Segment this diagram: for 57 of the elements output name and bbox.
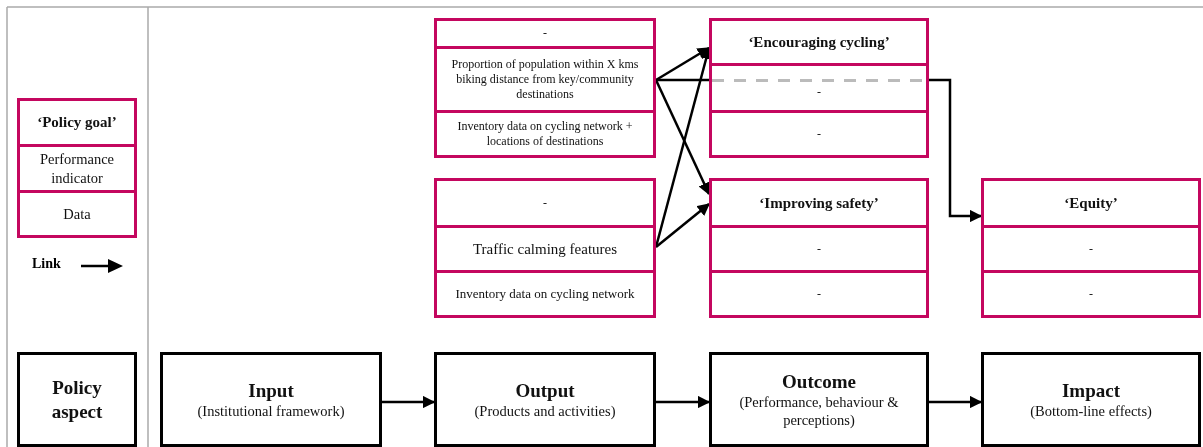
node-title: Inventory data on cycling network + locations of destinations xyxy=(456,119,634,149)
table-cell xyxy=(709,110,929,158)
arrow xyxy=(655,46,711,82)
arrow xyxy=(656,395,711,409)
table-cell xyxy=(434,110,656,158)
node-title: Inventory data on cycling network xyxy=(455,285,635,303)
table-cell xyxy=(981,225,1201,273)
node-subtitle: (Products and activities) xyxy=(474,402,616,421)
node-title: Output xyxy=(515,378,575,403)
node-title: - xyxy=(817,241,821,257)
node-title: ‘Improving safety’ xyxy=(759,193,879,213)
node-title: Traffic calming features xyxy=(472,239,618,259)
node-title: Impact xyxy=(1061,378,1121,403)
node-title: Performance indicator xyxy=(38,150,116,187)
node-title: - xyxy=(817,85,821,100)
node-title: - xyxy=(817,286,821,302)
table-cell xyxy=(17,98,137,147)
process-box xyxy=(434,352,656,447)
arrow xyxy=(654,79,711,196)
process-box xyxy=(17,352,137,447)
node-title: - xyxy=(543,26,547,41)
arrow xyxy=(929,78,983,223)
node-title: ‘Policy goal’ xyxy=(37,113,117,132)
node-title: - xyxy=(817,126,821,142)
table-cell xyxy=(434,225,656,273)
node-title: Proportion of population within X kms biking distance from key/community destinations xyxy=(450,57,640,102)
arrow xyxy=(929,395,983,409)
node-title: - xyxy=(1089,241,1093,257)
table-cell xyxy=(981,270,1201,318)
node-title: - xyxy=(543,195,547,211)
table-cell xyxy=(434,270,656,318)
arrow xyxy=(655,203,710,248)
node-subtitle: (Bottom-line effects) xyxy=(1030,402,1152,421)
table-cell xyxy=(17,144,137,193)
process-box xyxy=(160,352,382,447)
node-title: ‘Encouraging cycling’ xyxy=(748,32,890,52)
node-subtitle: (Institutional framework) xyxy=(197,402,345,421)
table-cell xyxy=(17,190,137,238)
table-cell xyxy=(709,18,929,66)
table-cell xyxy=(981,178,1201,228)
node-title: Data xyxy=(63,204,91,224)
node-title: Input xyxy=(248,378,294,403)
table-cell xyxy=(709,178,929,228)
table-cell xyxy=(434,178,656,228)
process-box xyxy=(981,352,1201,447)
node-title: Outcome xyxy=(782,369,856,394)
node-title: Policy aspect xyxy=(50,375,104,424)
node-title: ‘Equity’ xyxy=(1064,193,1118,213)
table-cell xyxy=(709,270,929,318)
node-subtitle: (Performance, behaviour & perceptions) xyxy=(738,393,900,430)
table-cell xyxy=(709,225,929,273)
arrow xyxy=(382,395,436,409)
process-box xyxy=(709,352,929,447)
table-cell xyxy=(434,46,656,113)
legend-label: Link xyxy=(32,256,61,272)
table-cell xyxy=(709,63,929,113)
node-title: - xyxy=(1089,286,1093,302)
